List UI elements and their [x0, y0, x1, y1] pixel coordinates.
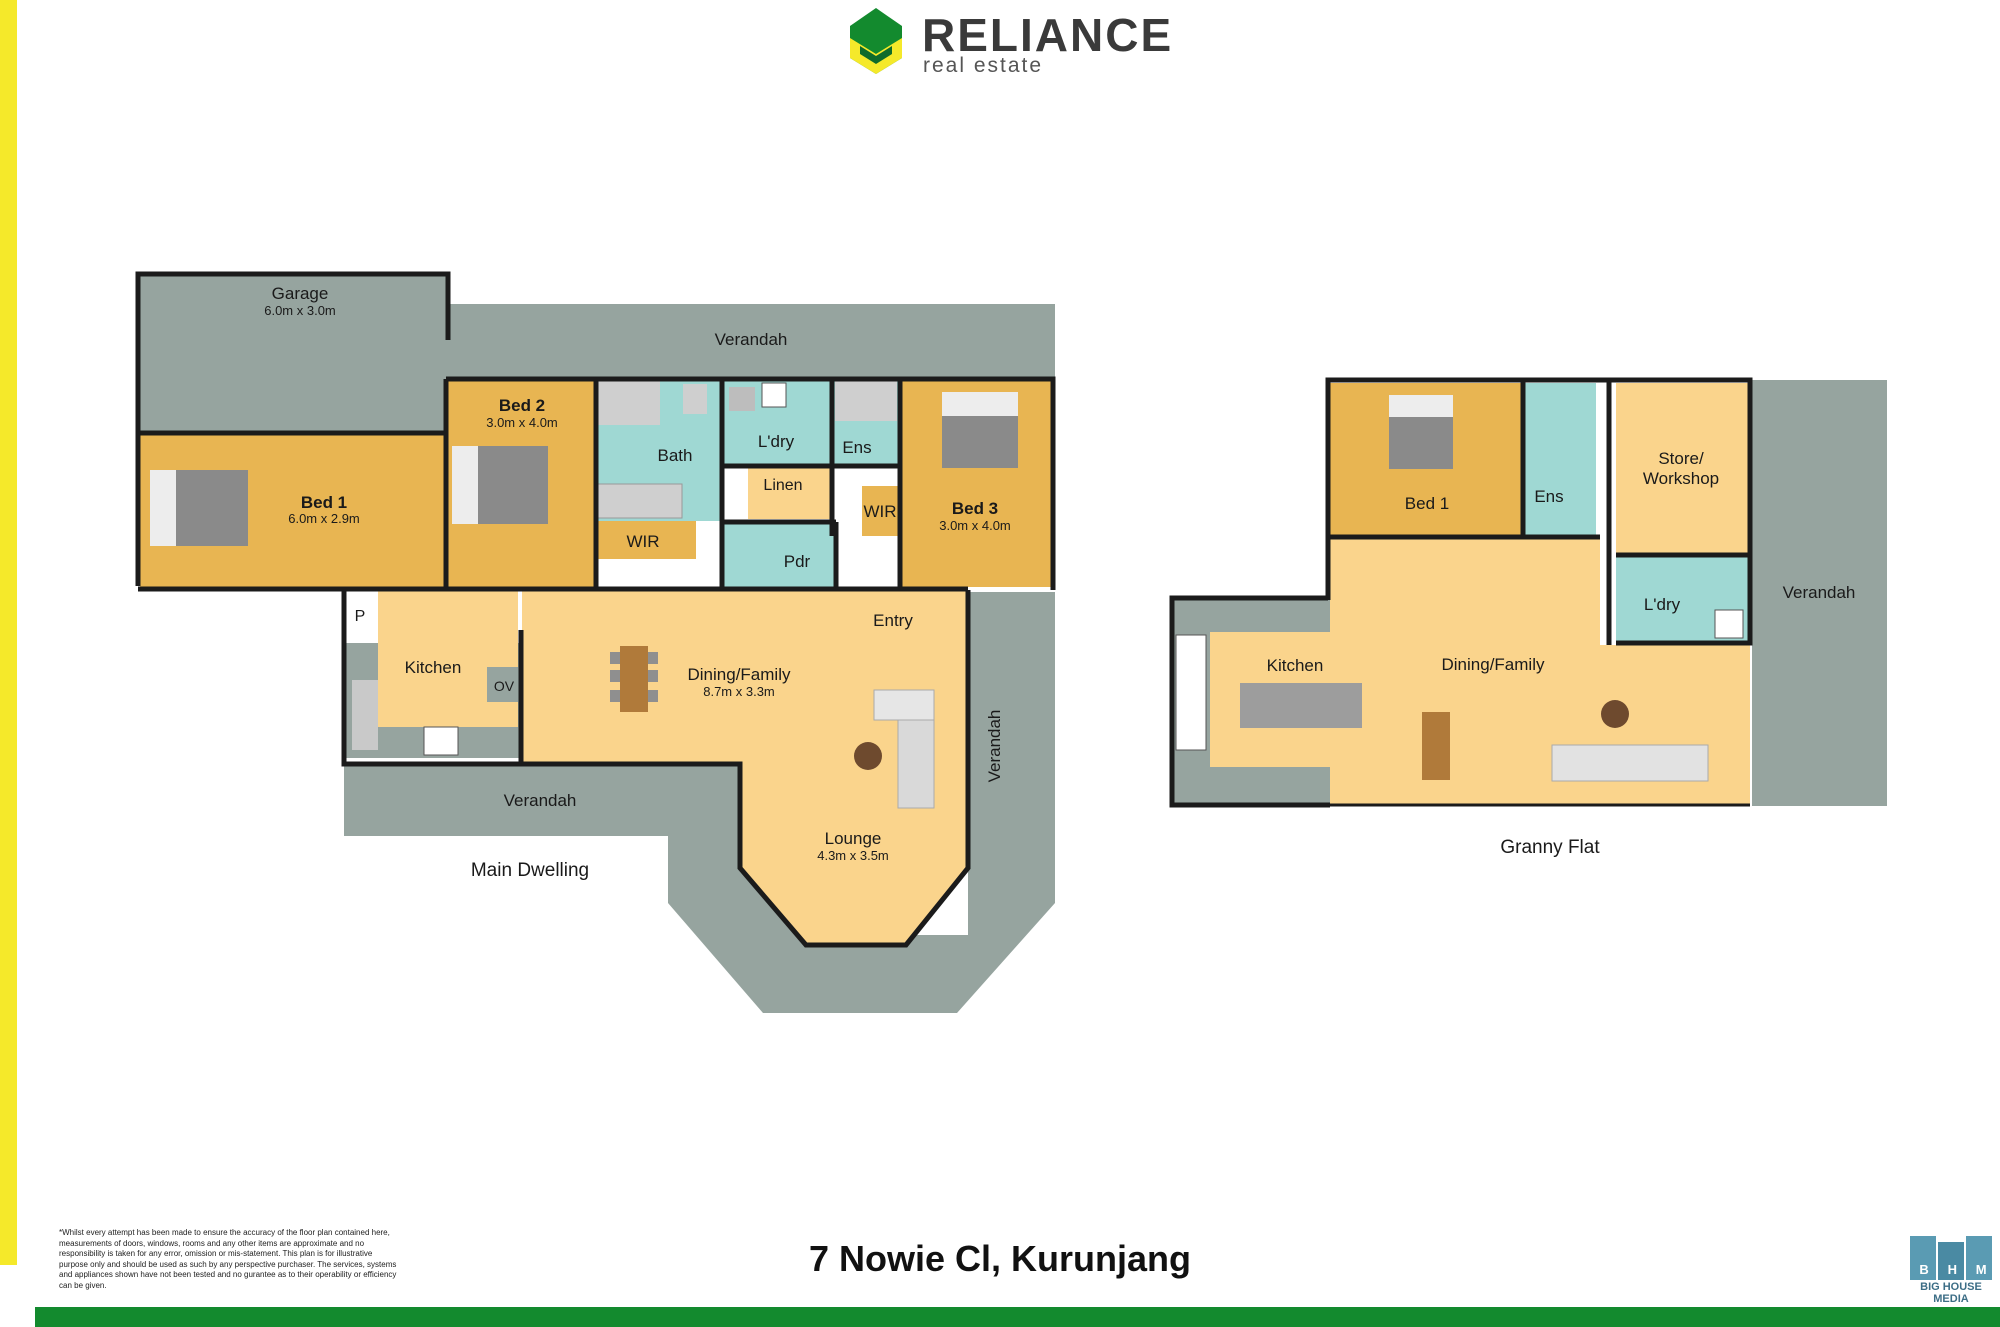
gf-bed1-label: Bed 1: [1405, 494, 1449, 513]
brand-name: RELIANCE: [922, 9, 1174, 61]
gf-verandah-area: [1752, 380, 1887, 806]
left-accent-bar: [0, 0, 17, 1265]
bath-shower-icon: [598, 381, 660, 425]
sofa-icon: [873, 689, 935, 809]
bed1-bed-icon: [150, 470, 248, 546]
bath-label: Bath: [658, 446, 693, 465]
credit-letter-m: M: [1975, 1262, 1987, 1277]
hall-area: [600, 559, 724, 589]
gf-kitchen-label: Kitchen: [1267, 656, 1324, 675]
powder-area: [724, 523, 834, 587]
gf-dining-family-label: Dining/Family: [1442, 655, 1545, 674]
bed1-dims: 6.0m x 2.9m: [288, 511, 360, 526]
linen-area: [748, 467, 831, 519]
ensuite-label: Ens: [842, 438, 871, 457]
gf-washer-icon: [1714, 609, 1744, 639]
kitchen-label: Kitchen: [405, 658, 462, 677]
main-wall-top: [446, 376, 1056, 590]
gf-store-label-2: Workshop: [1643, 469, 1719, 488]
gf-top-wall: [1325, 377, 1753, 646]
dining-table-icon: [610, 646, 658, 712]
main-dwelling-label: Main Dwelling: [471, 860, 589, 881]
gf-island-icon: [1240, 683, 1362, 728]
gf-ensuite-label: Ens: [1534, 487, 1563, 506]
reliance-logo: [850, 8, 902, 74]
gf-ensuite-area: [1524, 383, 1596, 535]
toilet-bath-icon: [683, 384, 707, 414]
gf-coffee-table-icon: [1601, 700, 1629, 728]
verandah-top-label: Verandah: [715, 330, 788, 349]
gf-kitchen-wall: [1169, 595, 1330, 808]
bed3-bed-icon: [942, 392, 1018, 468]
verandah-side-area: [668, 592, 1055, 1013]
bathtub-icon: [597, 483, 683, 519]
kitchen-outer-wall: [341, 590, 971, 948]
oven-area: [487, 667, 522, 702]
verandah-side-label: Verandah: [985, 710, 1004, 783]
kitchen-area: [378, 591, 518, 727]
gf-store-area: [1616, 383, 1750, 554]
lounge-dims: 4.3m x 3.5m: [817, 848, 889, 863]
bed1-label: Bed 1: [301, 493, 347, 512]
bed2-bed-icon: [452, 446, 548, 524]
dining-family-dims: 8.7m x 3.3m: [703, 684, 775, 699]
brand-tagline: real estate: [923, 54, 1044, 77]
disclaimer-text: *Whilst every attempt has been made to e…: [59, 1228, 397, 1290]
verandah-bottom-label: Verandah: [504, 791, 577, 810]
garage-area: [140, 275, 450, 435]
gf-cooktop-icon: [1175, 634, 1207, 751]
granny-flat-label: Granny Flat: [1500, 837, 1600, 858]
cooktop-icon: [423, 726, 459, 756]
gf-store-label: Store/: [1658, 449, 1704, 468]
bed2-label: Bed 2: [499, 396, 545, 415]
garage-dims: 6.0m x 3.0m: [264, 303, 336, 318]
garage-label: Garage: [272, 284, 329, 303]
bed3-label: Bed 3: [952, 499, 998, 518]
verandah-top-area: [448, 304, 1055, 379]
pantry-area: [344, 591, 374, 643]
credit-letter-h: H: [1947, 1262, 1957, 1277]
sink-laundry-icon: [729, 387, 755, 411]
gf-dining-table-icon: [1422, 712, 1450, 780]
wir-bed2-label: WIR: [626, 532, 659, 551]
laundry-label: L'dry: [758, 432, 795, 451]
credit-letter-b: B: [1919, 1262, 1929, 1277]
washer-icon: [761, 382, 787, 408]
oven-label: OV: [494, 678, 515, 694]
coffee-table-icon: [854, 742, 882, 770]
bed3-dims: 3.0m x 4.0m: [939, 518, 1011, 533]
big-house-media-logo: [1910, 1236, 1992, 1280]
wir-bed3-label: WIR: [863, 502, 896, 521]
bottom-brand-bar: [35, 1307, 2000, 1327]
garage-wall: [135, 271, 451, 586]
pantry-label: P: [355, 608, 366, 625]
wir-bed2-area: [596, 521, 696, 559]
ensuite-shower-icon: [835, 381, 897, 421]
kitchen-sink-icon: [352, 680, 378, 750]
property-address: 7 Nowie Cl, Kurunjang: [808, 1238, 1192, 1279]
credit-letters: B H M: [1910, 1262, 1996, 1277]
lounge-label: Lounge: [825, 829, 882, 848]
gf-sofa-icon: [1551, 744, 1709, 782]
entry-label: Entry: [873, 611, 913, 630]
bed2-dims: 3.0m x 4.0m: [486, 415, 558, 430]
gf-laundry-label: L'dry: [1644, 595, 1681, 614]
dining-family-label: Dining/Family: [688, 665, 791, 684]
credit-name: BIG HOUSE MEDIA: [1920, 1281, 1982, 1305]
wir-bed3-area: [862, 486, 900, 536]
main-dwelling: Garage 6.0m x 3.0m Verandah Bed 1 6.0m x…: [135, 271, 1056, 1013]
powder-label: Pdr: [784, 552, 811, 571]
gf-bed-icon: [1389, 395, 1453, 469]
gf-verandah-label: Verandah: [1783, 583, 1856, 602]
granny-flat: Bed 1 Ens Store/ Workshop L'dry Verandah…: [1169, 377, 1887, 858]
linen-label: Linen: [763, 477, 802, 494]
